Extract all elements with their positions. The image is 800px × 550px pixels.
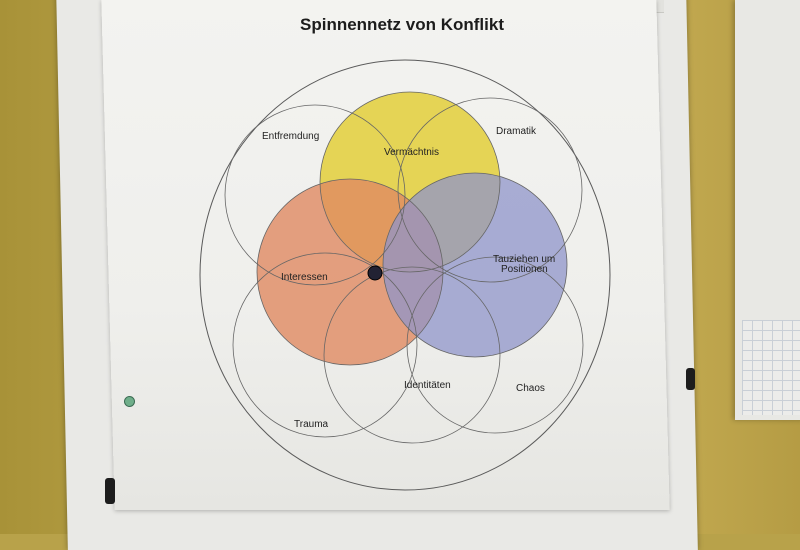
grid-paper-sheet: [742, 320, 800, 415]
circle-dramatik: [397, 97, 583, 283]
circle-entfremdung: [224, 104, 406, 286]
label-identitaeten: Identitäten: [404, 380, 451, 391]
label-tauziehen-line2: Positionen: [501, 264, 548, 275]
circle-tauziehen-outline: [382, 172, 568, 358]
conflict-web-diagram: [199, 59, 611, 491]
outline-circles: [224, 91, 584, 444]
outer-circle: [199, 59, 611, 491]
circle-trauma: [232, 252, 418, 438]
circle-interessen-outline: [256, 178, 444, 366]
center-dot: [367, 265, 383, 281]
magnet-pin: [124, 396, 135, 407]
label-vermaechtnis: Vermächtnis: [384, 147, 440, 158]
label-interessen: Interessen: [281, 272, 328, 283]
circle-identitaeten: [323, 266, 501, 444]
label-tauziehen-line1: Tauziehen um: [493, 254, 556, 265]
board-knob-left: [105, 478, 115, 504]
label-trauma: Trauma: [294, 419, 329, 430]
label-entfremdung: Entfremdung: [262, 131, 320, 142]
board-knob-right: [686, 368, 695, 390]
label-dramatik: Dramatik: [496, 126, 537, 137]
label-chaos: Chaos: [516, 383, 545, 394]
chart-title: Spinnennetz von Konflikt: [300, 15, 504, 34]
circle-vermaechtnis-outline: [319, 91, 501, 273]
blue-circle: [383, 173, 567, 357]
